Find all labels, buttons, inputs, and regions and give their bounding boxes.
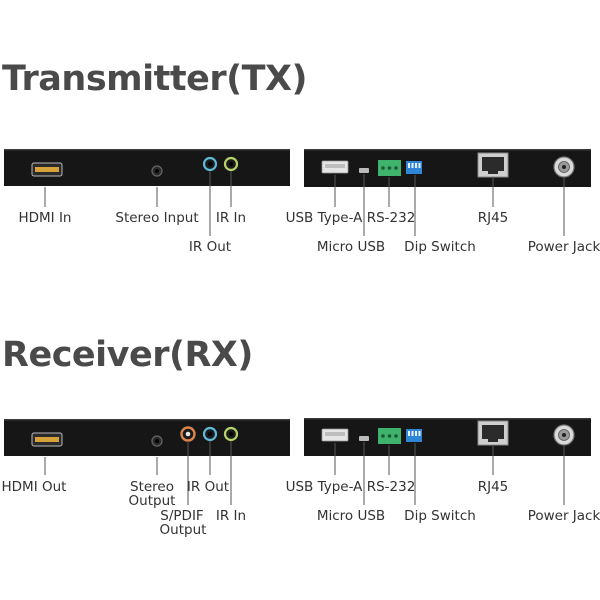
transmitter-hdmi-port bbox=[31, 162, 63, 177]
transmitter-usb-a-port bbox=[321, 160, 349, 174]
transmitter-stereo-jack bbox=[151, 165, 163, 177]
tx-rs232-label: RS-232 bbox=[367, 210, 416, 226]
receiver-spdif-jack bbox=[180, 426, 196, 442]
transmitter-title: Transmitter(TX) bbox=[2, 59, 307, 99]
rx-dip-switch-label: Dip Switch bbox=[404, 508, 476, 524]
tx-micro-usb-label: Micro USB bbox=[317, 239, 385, 255]
transmitter-dip-switch bbox=[406, 161, 422, 174]
tx-ir-in-label: IR In bbox=[216, 210, 246, 226]
transmitter-rear-panel bbox=[304, 149, 591, 187]
rx-usb-type-a-label: USB Type-A bbox=[286, 479, 364, 495]
tx-hdmi-in-label: HDMI In bbox=[18, 210, 71, 226]
receiver-dip-switch bbox=[406, 429, 422, 442]
rx-spdif-output-label-line2: Output bbox=[160, 522, 207, 538]
transmitter-rj45-port bbox=[477, 152, 509, 178]
rx-stereo-output-label-line2: Output bbox=[129, 493, 176, 509]
tx-usb-type-a-label: USB Type-A bbox=[286, 210, 364, 226]
rx-power-jack-label: Power Jack bbox=[528, 508, 600, 524]
transmitter-ir-in-jack bbox=[223, 156, 239, 172]
transmitter-power-jack bbox=[553, 156, 575, 178]
transmitter-ir-out-jack bbox=[202, 156, 218, 172]
rx-stereo-output-label-line1: Stereo bbox=[130, 479, 174, 495]
tx-rj45-label: RJ45 bbox=[478, 210, 509, 226]
rx-rj45-label: RJ45 bbox=[478, 479, 509, 495]
receiver-rj45-port bbox=[477, 420, 509, 446]
rx-ir-out-label: IR Out bbox=[187, 479, 229, 495]
receiver-title: Receiver(RX) bbox=[2, 335, 253, 375]
receiver-ir-out-jack bbox=[202, 426, 218, 442]
receiver-hdmi-port bbox=[31, 432, 63, 447]
rx-rs232-label: RS-232 bbox=[367, 479, 416, 495]
receiver-leader-lines bbox=[44, 441, 565, 505]
tx-stereo-input-label: Stereo Input bbox=[115, 210, 198, 226]
tx-power-jack-label: Power Jack bbox=[528, 239, 600, 255]
rx-hdmi-out-label: HDMI Out bbox=[2, 479, 67, 495]
transmitter-rs232-terminal bbox=[378, 160, 401, 176]
receiver-micro-usb-port bbox=[359, 436, 369, 441]
receiver-usb-a-port bbox=[321, 428, 349, 442]
receiver-stereo-jack bbox=[151, 435, 163, 447]
transmitter-micro-usb-port bbox=[359, 168, 369, 173]
receiver-rs232-terminal bbox=[378, 428, 401, 444]
rx-spdif-output-label-line1: S/PDIF bbox=[160, 508, 203, 524]
rx-micro-usb-label: Micro USB bbox=[317, 508, 385, 524]
tx-ir-out-label: IR Out bbox=[189, 239, 231, 255]
rx-ir-in-label: IR In bbox=[216, 508, 246, 524]
receiver-power-jack bbox=[553, 424, 575, 446]
receiver-ir-in-jack bbox=[223, 426, 239, 442]
tx-dip-switch-label: Dip Switch bbox=[404, 239, 476, 255]
transmitter-leader-lines bbox=[44, 171, 565, 236]
receiver-rear-panel bbox=[304, 418, 591, 456]
